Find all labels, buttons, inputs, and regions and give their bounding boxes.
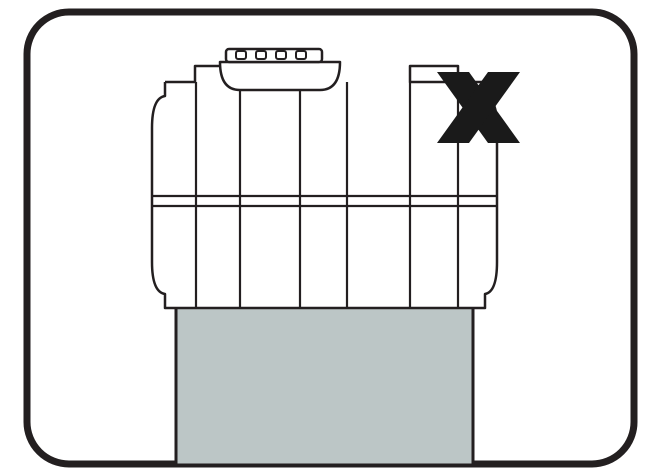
horizontal-water-tank-icon (152, 49, 497, 308)
support-block-icon (176, 305, 473, 465)
tank-inlet-dome (220, 62, 340, 90)
tank-body (152, 66, 497, 308)
tank-shoulder (165, 66, 228, 82)
